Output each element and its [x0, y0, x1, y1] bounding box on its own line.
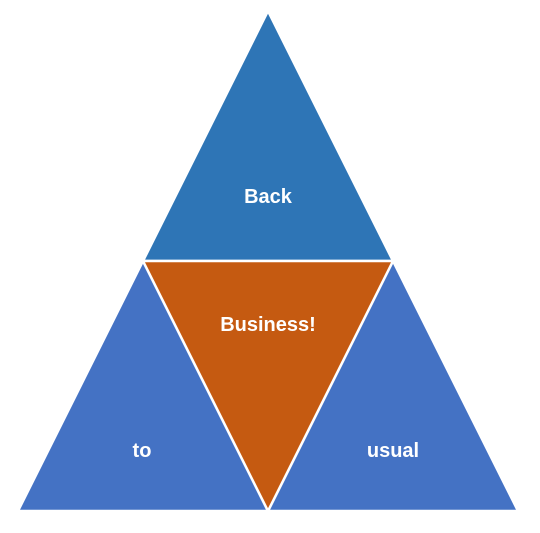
segment-left-label: to — [133, 440, 152, 462]
segment-top: Back — [140, 8, 396, 263]
segment-right-label: usual — [367, 440, 419, 462]
segment-top-label: Back — [244, 186, 293, 208]
segment-top-shape — [140, 8, 396, 263]
segment-center-shape — [140, 259, 396, 514]
segment-center-label: Business! — [220, 314, 316, 336]
segment-center: Business! — [140, 259, 396, 514]
